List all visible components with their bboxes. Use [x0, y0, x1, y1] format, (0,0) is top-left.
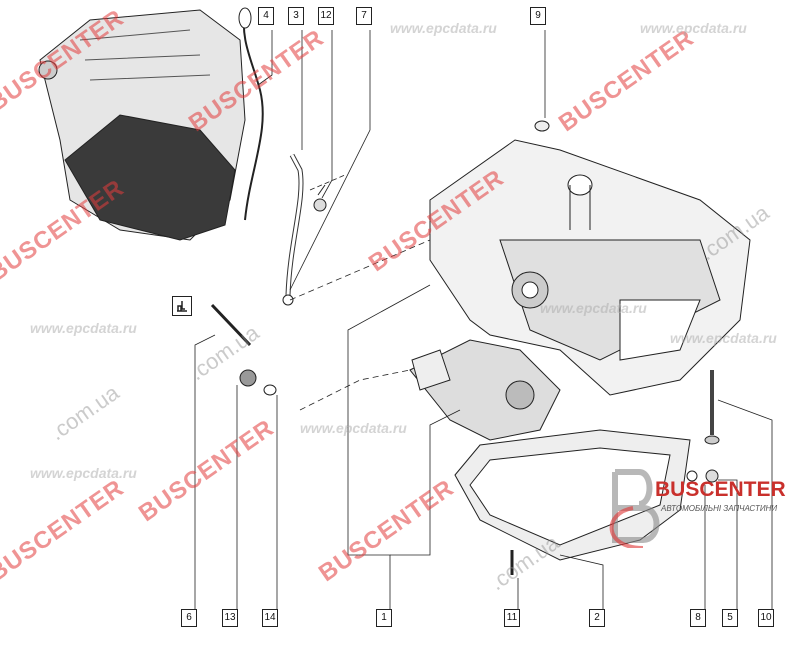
callout-9[interactable]: 9: [530, 7, 546, 25]
oil-pump: [409, 339, 561, 441]
bolt-12: [313, 184, 327, 212]
oil-level-sensor: [210, 303, 252, 347]
washer-9: [534, 120, 550, 132]
leader-lines: [194, 30, 773, 610]
callout-6[interactable]: 6: [181, 609, 197, 627]
callout-12[interactable]: 12: [318, 7, 334, 25]
seal-14: [263, 384, 277, 396]
callout-1[interactable]: 1: [376, 609, 392, 627]
callout-2[interactable]: 2: [589, 609, 605, 627]
buscenter-logo: BUSCENTER АВТОМОБІЛЬНІ ЗАПЧАСТИНИ: [603, 468, 793, 548]
logo-subtitle: АВТОМОБІЛЬНІ ЗАПЧАСТИНИ: [661, 504, 778, 513]
callout-3[interactable]: 3: [288, 7, 304, 25]
drain-plug: [705, 469, 719, 483]
callout-5[interactable]: 5: [722, 609, 738, 627]
callout-14[interactable]: 14: [262, 609, 278, 627]
logo-text: BUSCENTER: [655, 478, 786, 501]
callout-10[interactable]: 10: [758, 609, 774, 627]
engine-overview-image: [38, 9, 246, 241]
lower-crankcase: [429, 139, 751, 396]
callout-8[interactable]: 8: [690, 609, 706, 627]
cap-13: [239, 369, 257, 387]
service-info-icon[interactable]: [172, 296, 192, 316]
dipstick: [242, 9, 264, 221]
callout-13[interactable]: 13: [222, 609, 238, 627]
drain-washer: [686, 470, 698, 482]
callout-11[interactable]: 11: [504, 609, 520, 627]
callout-7[interactable]: 7: [356, 7, 372, 25]
callout-4[interactable]: 4: [258, 7, 274, 25]
